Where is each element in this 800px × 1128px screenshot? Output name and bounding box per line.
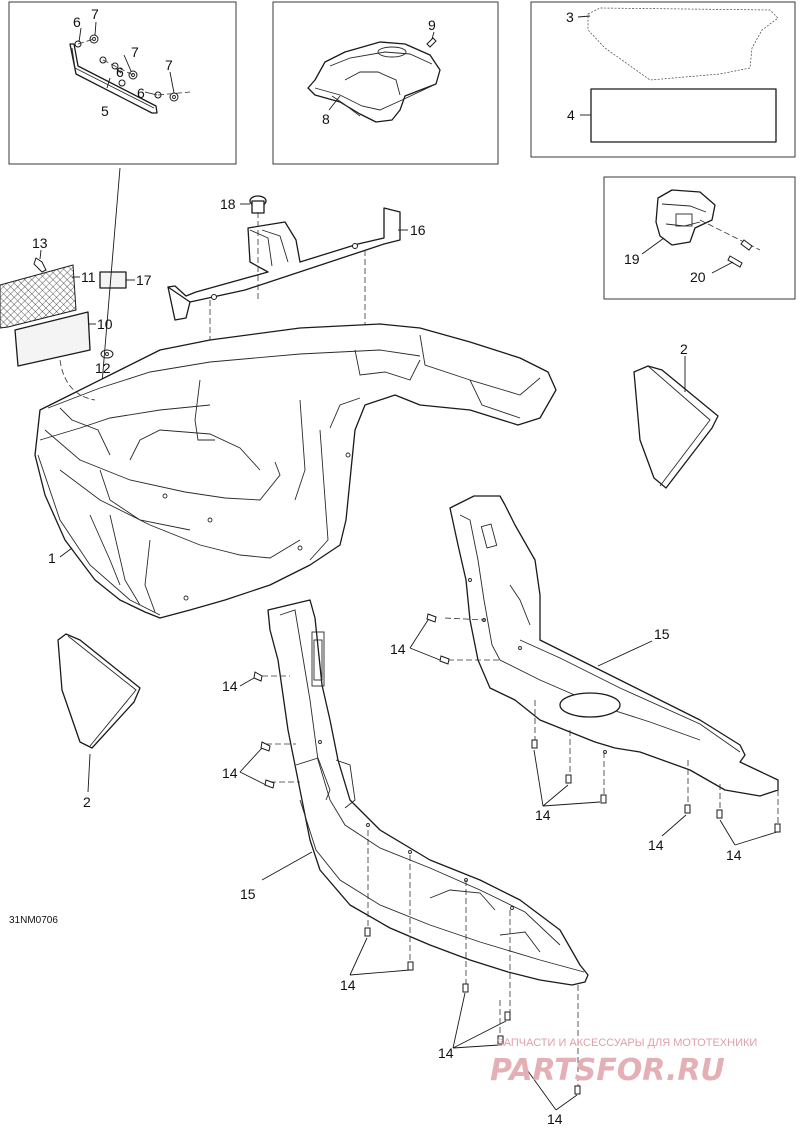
rail-part-5 bbox=[69, 43, 158, 114]
callout-14: 14 bbox=[438, 1045, 454, 1061]
mesh-part-11 bbox=[0, 264, 80, 329]
bracket-part-15-left bbox=[261, 599, 589, 1088]
drawing-code: 31NM0706 bbox=[9, 915, 58, 926]
screws-part-14 bbox=[253, 613, 781, 1095]
panel-part-2-right bbox=[633, 356, 719, 489]
callout-6: 6 bbox=[73, 14, 81, 30]
callout-16: 16 bbox=[410, 222, 426, 238]
callout-18: 18 bbox=[220, 196, 236, 212]
callout-14: 14 bbox=[648, 837, 664, 853]
callout-14: 14 bbox=[222, 765, 238, 781]
callout-6: 6 bbox=[137, 85, 145, 101]
callout-7: 7 bbox=[165, 57, 173, 73]
cover-part-8 bbox=[307, 41, 441, 123]
callout-6: 6 bbox=[116, 64, 124, 80]
fastener-part-20 bbox=[699, 219, 761, 274]
grommet-6-and-nut-7-set bbox=[74, 34, 191, 102]
callout-14: 14 bbox=[340, 977, 356, 993]
callout-14: 14 bbox=[535, 807, 551, 823]
watermark-logo: PARTSFOR.RU bbox=[490, 1053, 725, 1088]
watermark: ЗАПЧАСТИ И АКСЕССУАРЫ ДЛЯ МОТОТЕХНИКИ PA… bbox=[490, 1037, 757, 1088]
callout-2: 2 bbox=[83, 794, 91, 810]
callout-4: 4 bbox=[567, 107, 575, 123]
knob-part-18 bbox=[240, 195, 267, 214]
label-part-17 bbox=[99, 271, 135, 289]
clip-part-19 bbox=[641, 189, 716, 255]
bracket-part-15-right bbox=[444, 495, 779, 826]
callout-17: 17 bbox=[136, 272, 152, 288]
screw-part-9 bbox=[426, 31, 437, 48]
callout-8: 8 bbox=[322, 111, 330, 127]
callout-5: 5 bbox=[101, 103, 109, 119]
screw-part-13 bbox=[33, 249, 47, 273]
callout-12: 12 bbox=[95, 360, 111, 376]
callout-14: 14 bbox=[222, 678, 238, 694]
callout-7: 7 bbox=[91, 6, 99, 22]
panel-part-10 bbox=[14, 311, 96, 367]
leaders-part-14 bbox=[239, 619, 778, 1111]
callout-14: 14 bbox=[547, 1111, 563, 1127]
panel-part-2-left bbox=[57, 633, 141, 793]
callout-15: 15 bbox=[240, 886, 256, 902]
decal-part-3 bbox=[577, 7, 779, 81]
callout-3: 3 bbox=[566, 9, 574, 25]
callout-11: 11 bbox=[81, 269, 96, 285]
body-part-1 bbox=[34, 323, 557, 619]
washer-part-12 bbox=[100, 349, 114, 359]
callout-19: 19 bbox=[624, 251, 640, 267]
callout-14: 14 bbox=[726, 847, 742, 863]
callout-20: 20 bbox=[690, 269, 706, 285]
callout-leaders-rail bbox=[78, 21, 175, 96]
callout-14: 14 bbox=[390, 641, 406, 657]
callout-7: 7 bbox=[131, 44, 139, 60]
callout-13: 13 bbox=[32, 235, 48, 251]
callout-1: 1 bbox=[48, 550, 56, 566]
leader-8 bbox=[328, 95, 341, 111]
callout-labels: 6 7 7 6 7 6 5 9 8 3 4 19 20 18 16 13 11 … bbox=[32, 6, 742, 1127]
callout-15: 15 bbox=[654, 626, 670, 642]
watermark-tagline: ЗАПЧАСТИ И АКСЕССУАРЫ ДЛЯ МОТОТЕХНИКИ bbox=[497, 1037, 757, 1049]
label-part-4 bbox=[580, 88, 777, 143]
callout-2: 2 bbox=[680, 341, 688, 357]
callout-9: 9 bbox=[428, 17, 436, 33]
callout-10: 10 bbox=[97, 316, 113, 332]
